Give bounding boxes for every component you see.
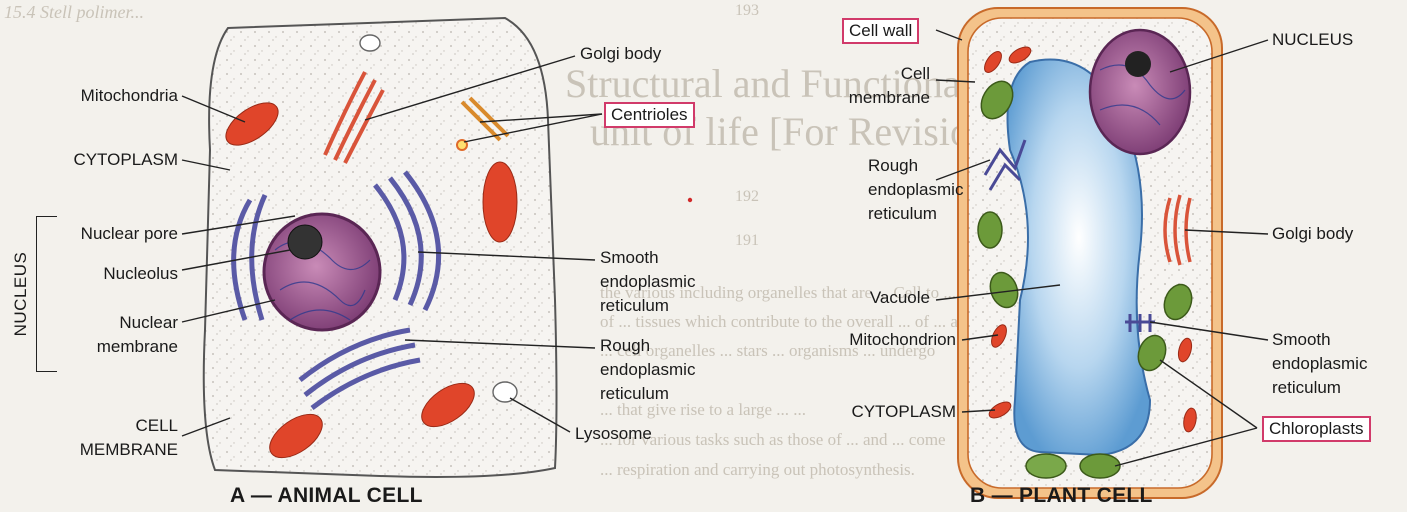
label-mitochondria: Mitochondria (48, 86, 178, 106)
label-nuclear-pore: Nuclear pore (48, 224, 178, 244)
label-plant-rough-er-1: Rough (868, 156, 918, 176)
label-lysosome: Lysosome (575, 424, 652, 444)
label-mitochondrion: Mitochondrion (800, 330, 956, 350)
animal-cell-membrane (204, 18, 557, 477)
animal-cell-title: A — ANIMAL CELL (230, 484, 423, 508)
plant-smooth-er (1125, 314, 1155, 332)
nucleus-side-label: NUCLEUS (4, 232, 40, 362)
label-plant-cell-membrane-2: membrane (800, 88, 930, 108)
label-plant-smooth-er-2: endoplasmic (1272, 354, 1367, 374)
animal-nucleolus (288, 225, 322, 259)
label-golgi-body: Golgi body (580, 44, 661, 64)
plant-cell (958, 8, 1222, 498)
label-plant-golgi-body: Golgi body (1272, 224, 1353, 244)
animal-cell (204, 18, 557, 477)
label-nuclear-membrane-1: Nuclear (48, 313, 178, 333)
label-plant-rough-er-3: reticulum (868, 204, 937, 224)
animal-lysosome (493, 382, 517, 402)
label-cell-membrane-1: CELL (48, 416, 178, 436)
label-plant-smooth-er-1: Smooth (1272, 330, 1331, 350)
label-rough-er-3: reticulum (600, 384, 669, 404)
plant-nucleolus (1125, 51, 1151, 77)
label-smooth-er-2: endoplasmic (600, 272, 695, 292)
animal-nucleus (264, 214, 380, 330)
label-rough-er-1: Rough (600, 336, 650, 356)
label-vacuole: Vacuole (800, 288, 930, 308)
plant-cell-title: B — PLANT CELL (970, 484, 1153, 508)
label-cell-wall: Cell wall (842, 18, 919, 44)
animal-mitochondria-2 (483, 162, 517, 242)
label-plant-rough-er-2: endoplasmic (868, 180, 963, 200)
label-centrioles: Centrioles (604, 102, 695, 128)
label-rough-er-2: endoplasmic (600, 360, 695, 380)
animal-lysosome-top (360, 35, 380, 51)
label-smooth-er-1: Smooth (600, 248, 659, 268)
label-nuclear-membrane-2: membrane (48, 337, 178, 357)
label-plant-cytoplasm: CYTOPLASM (800, 402, 956, 422)
plant-nucleus (1090, 30, 1190, 154)
label-nucleus: NUCLEUS (1272, 30, 1353, 50)
label-smooth-er-3: reticulum (600, 296, 669, 316)
label-chloroplasts: Chloroplasts (1262, 416, 1371, 442)
label-plant-smooth-er-3: reticulum (1272, 378, 1341, 398)
label-cytoplasm: CYTOPLASM (28, 150, 178, 170)
label-plant-cell-membrane-1: Cell (800, 64, 930, 84)
label-nucleolus: Nucleolus (48, 264, 178, 284)
label-cell-membrane-2: MEMBRANE (28, 440, 178, 460)
